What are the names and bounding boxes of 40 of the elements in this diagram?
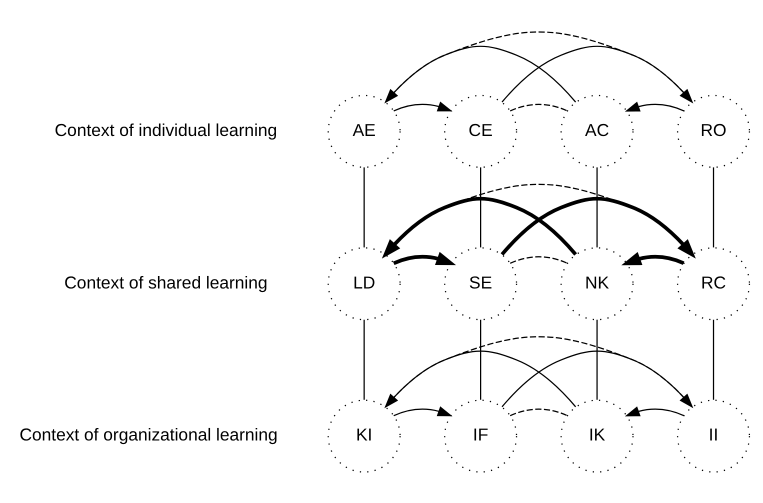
arrow — [393, 406, 452, 416]
node-circle: RO — [676, 94, 750, 168]
connector — [385, 336, 693, 407]
node-circle: RC — [676, 246, 750, 320]
node-circle: AE — [328, 94, 401, 168]
connector — [712, 319, 714, 400]
arrow — [502, 350, 694, 408]
node-circle: SE — [444, 246, 518, 320]
arrow — [624, 101, 684, 112]
arrow — [500, 196, 696, 258]
connector — [364, 319, 365, 400]
arrow — [393, 251, 456, 265]
connector — [596, 166, 598, 247]
connector — [510, 256, 568, 264]
arrow — [624, 406, 684, 416]
node-circle: AC — [560, 94, 634, 168]
arrow — [621, 251, 684, 265]
connector — [712, 166, 714, 247]
connector — [480, 166, 482, 247]
connector — [480, 319, 482, 400]
node-circle: CE — [444, 94, 518, 168]
label: Context of shared learning — [64, 272, 268, 292]
connector — [510, 103, 568, 112]
arrow — [393, 101, 452, 112]
node-circle: KI — [328, 399, 401, 472]
arrow — [384, 350, 576, 408]
node-circle: II — [676, 399, 750, 472]
connector — [510, 408, 568, 416]
arrow — [384, 45, 576, 103]
arrow — [382, 196, 578, 258]
label: Context of organizational learning — [20, 424, 278, 444]
node-circle: LD — [328, 246, 401, 320]
arrow — [502, 45, 694, 103]
label: Context of individual learning — [54, 119, 278, 140]
node-circle: NK — [560, 246, 634, 320]
connector — [364, 166, 365, 247]
connector — [385, 30, 693, 102]
connector — [596, 319, 598, 400]
node-circle: IK — [560, 399, 634, 472]
node-circle: IF — [444, 399, 518, 472]
